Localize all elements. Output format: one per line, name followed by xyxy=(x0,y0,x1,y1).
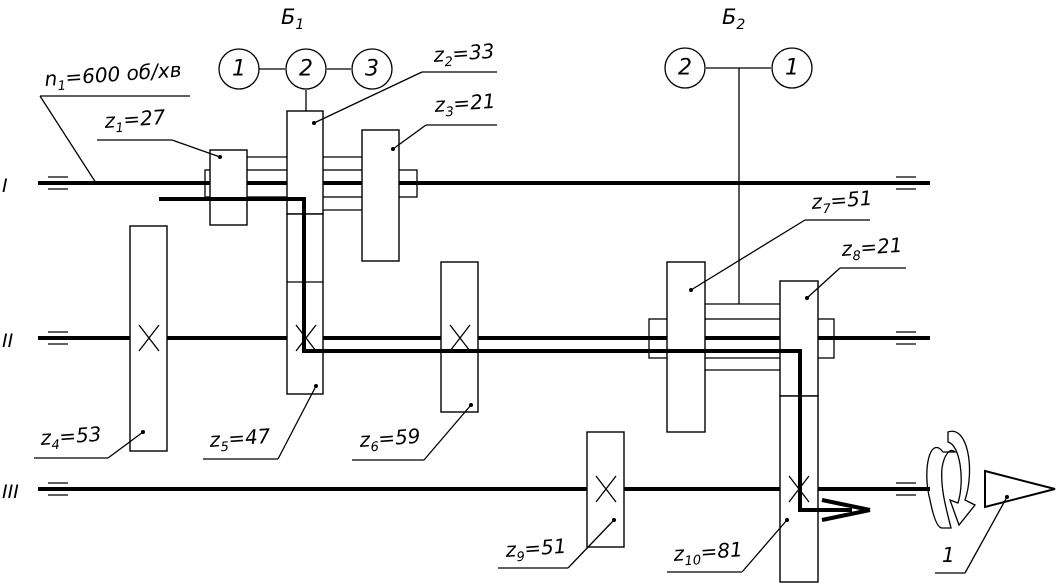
leader-z10 xyxy=(667,518,789,573)
label-z1: z1=27 xyxy=(103,105,167,137)
gear-z7 xyxy=(666,261,706,433)
gear-z6 xyxy=(440,261,479,413)
label-z9: z9=51 xyxy=(504,534,568,566)
output-label: 1 xyxy=(942,543,955,567)
selector-b1 xyxy=(218,48,393,111)
shaft-label-II: II xyxy=(2,330,14,352)
label-z7: z7=51 xyxy=(810,186,874,218)
power-flow-path xyxy=(159,197,852,512)
leader-z7 xyxy=(689,219,870,292)
b1-position-1: 1 xyxy=(232,57,246,82)
input-speed-leader xyxy=(39,95,190,184)
label-z5: z5=47 xyxy=(208,424,272,456)
gear-z1 xyxy=(209,149,248,226)
block-title-b1: Б1 xyxy=(281,5,304,33)
leader-z5 xyxy=(203,384,318,460)
leader-z6 xyxy=(352,403,473,461)
leader-z1 xyxy=(97,139,222,159)
power-flow-arrowhead xyxy=(821,498,871,522)
label-z2: z2=33 xyxy=(432,39,496,71)
label-z6: z6=59 xyxy=(358,424,422,456)
output-direction-arrow-icon xyxy=(984,469,1056,509)
leader-z2 xyxy=(312,71,497,125)
b1-position-3: 3 xyxy=(365,57,379,82)
output-rotation-icon xyxy=(926,430,977,529)
shaft-I xyxy=(38,176,930,190)
b2-position-1: 1 xyxy=(785,56,799,81)
label-z3: z3=21 xyxy=(433,89,497,121)
b1-position-2: 2 xyxy=(299,57,313,82)
block-title-b2: Б2 xyxy=(722,5,745,33)
leader-output xyxy=(935,496,1008,574)
gear-z4 xyxy=(129,225,168,452)
label-z4: z4=53 xyxy=(39,422,103,454)
b2-position-2: 2 xyxy=(678,56,692,81)
shaft-label-III: III xyxy=(2,481,19,503)
gear-z9 xyxy=(586,431,625,548)
gear-z3 xyxy=(361,129,400,262)
leader-z9 xyxy=(498,518,616,569)
input-speed-label: n1=600 об/хв xyxy=(44,57,183,95)
selector-b2 xyxy=(664,47,813,304)
leader-z8 xyxy=(805,267,906,300)
label-z10: z10=81 xyxy=(672,537,744,570)
label-z8: z8=21 xyxy=(840,233,904,265)
leader-z3 xyxy=(391,124,497,151)
leader-z4 xyxy=(34,430,145,459)
shaft-label-I: I xyxy=(2,175,8,197)
